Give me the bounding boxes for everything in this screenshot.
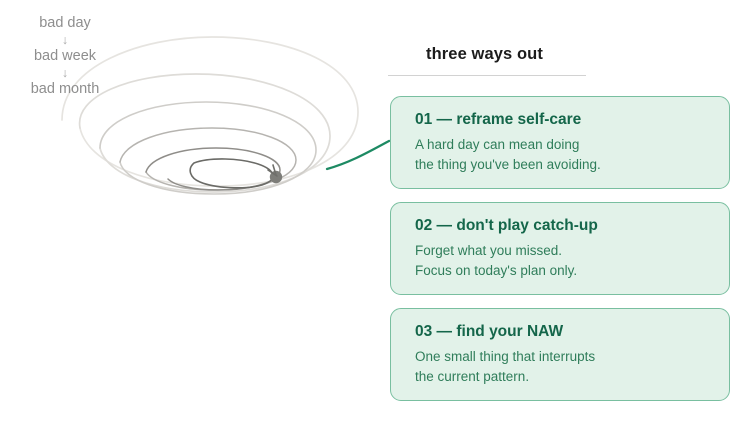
way-card-03-line-1: One small thing that interrupts [415, 349, 596, 365]
spiral-to-card-connector [325, 139, 390, 171]
way-card-01-heading: 01 — reframe self-care [415, 111, 582, 128]
title-divider [388, 75, 586, 76]
spiral-turn-5 [145, 147, 281, 191]
way-card-01-line-2: the thing you've been avoiding. [415, 156, 601, 172]
way-card-02-line-1: Forget what you missed. [415, 243, 563, 259]
way-card-03-heading: 03 — find your NAW [415, 323, 564, 340]
way-card-01[interactable]: 01 — reframe self-care A hard day can me… [390, 96, 730, 189]
ways-out-title: three ways out [426, 45, 543, 63]
spiral-diagram-panel: bad day ↓ bad week ↓ bad month [31, 16, 390, 195]
way-card-02-line-2: Focus on today's plan only. [415, 262, 578, 278]
way-card-03-line-2: the current pattern. [415, 368, 530, 384]
spiral-graphic [61, 36, 390, 195]
current-position-marker [267, 164, 283, 184]
spiral-turn-3 [99, 101, 317, 195]
way-card-03[interactable]: 03 — find your NAW One small thing that … [390, 308, 730, 401]
spiral-turn-outer [61, 36, 359, 187]
spiral-turn-2 [78, 73, 331, 193]
way-card-01-line-1: A hard day can mean doing [415, 137, 580, 153]
marker-tick-2 [272, 164, 277, 176]
way-card-02[interactable]: 02 — don't play catch-up Forget what you… [390, 202, 730, 295]
ways-out-panel: three ways out 01 — reframe self-care A … [388, 0, 750, 421]
spiral-turn-inner [189, 158, 274, 189]
way-card-02-heading: 02 — don't play catch-up [415, 217, 598, 234]
